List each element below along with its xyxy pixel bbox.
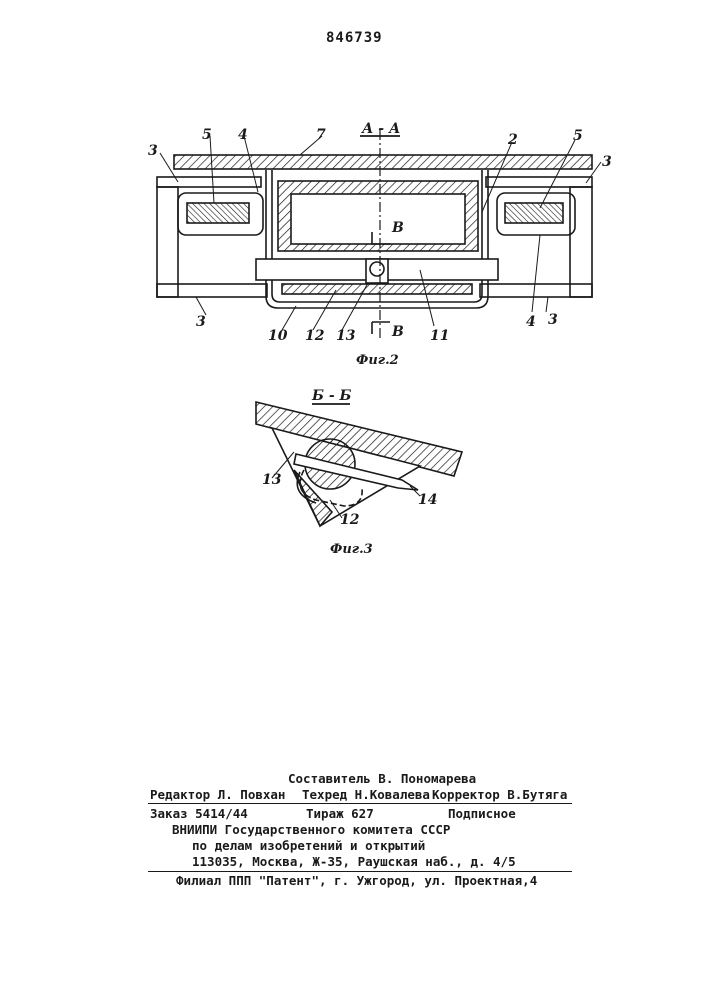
label-13: 13: [336, 328, 356, 344]
section-label-bb: Б - Б: [311, 388, 352, 404]
label-5: 5: [202, 127, 212, 143]
label-5: 5: [573, 128, 583, 144]
label-14: 14: [418, 492, 437, 508]
org-line-2: по делам изобретений и открытий: [192, 838, 425, 853]
org-line-1: ВНИИПИ Государственного комитета СССР: [172, 822, 450, 837]
divider: [148, 803, 572, 804]
label-10: 10: [268, 328, 288, 344]
label-2: 2: [507, 132, 518, 148]
label-mark: В: [391, 220, 404, 236]
label-12: 12: [305, 328, 325, 344]
label-7: 7: [316, 127, 326, 143]
techred-line: Техред Н.Ковалева: [302, 787, 430, 802]
label-3: 3: [196, 314, 206, 330]
label-4: 4: [526, 314, 536, 330]
right-magnet: [505, 203, 563, 223]
left-magnet: [187, 203, 249, 223]
label-11: 11: [430, 328, 449, 344]
right-upper-bracket: [486, 177, 592, 187]
order-line: Заказ 5414/44: [150, 806, 248, 821]
compiler-line: Составитель В. Пономарева: [288, 771, 476, 786]
right-lower-bar: [480, 284, 592, 297]
label-4: 4: [238, 127, 248, 143]
section-label-aa: А - А: [361, 121, 400, 137]
divider: [148, 871, 572, 872]
label-12: 12: [340, 512, 360, 528]
top-plate: [174, 155, 592, 169]
corrector-line: Корректор В.Бутяга: [432, 787, 567, 802]
figure-3-caption: Фиг.3: [330, 542, 373, 557]
lower-hatched-bar: [282, 284, 472, 294]
address-line: 113035, Москва, Ж-35, Раушская наб., д. …: [192, 854, 516, 869]
left-frame: [157, 187, 178, 297]
subscription-line: Подписное: [448, 806, 516, 821]
figure-2-caption: Фиг.2: [356, 353, 399, 368]
branch-line: Филиал ППП "Патент", г. Ужгород, ул. Про…: [176, 873, 537, 888]
label-3: 3: [548, 312, 558, 328]
editor-line: Редактор Л. Повхан: [150, 787, 285, 802]
label-mark: В: [391, 324, 404, 340]
right-frame: [570, 187, 592, 297]
figure-2: [157, 130, 601, 340]
label-3: 3: [602, 154, 612, 170]
label-13: 13: [262, 472, 282, 488]
left-upper-bracket: [157, 177, 261, 187]
label-3: 3: [148, 143, 158, 159]
circulation-line: Тираж 627: [306, 806, 374, 821]
left-lower-bar: [157, 284, 267, 297]
